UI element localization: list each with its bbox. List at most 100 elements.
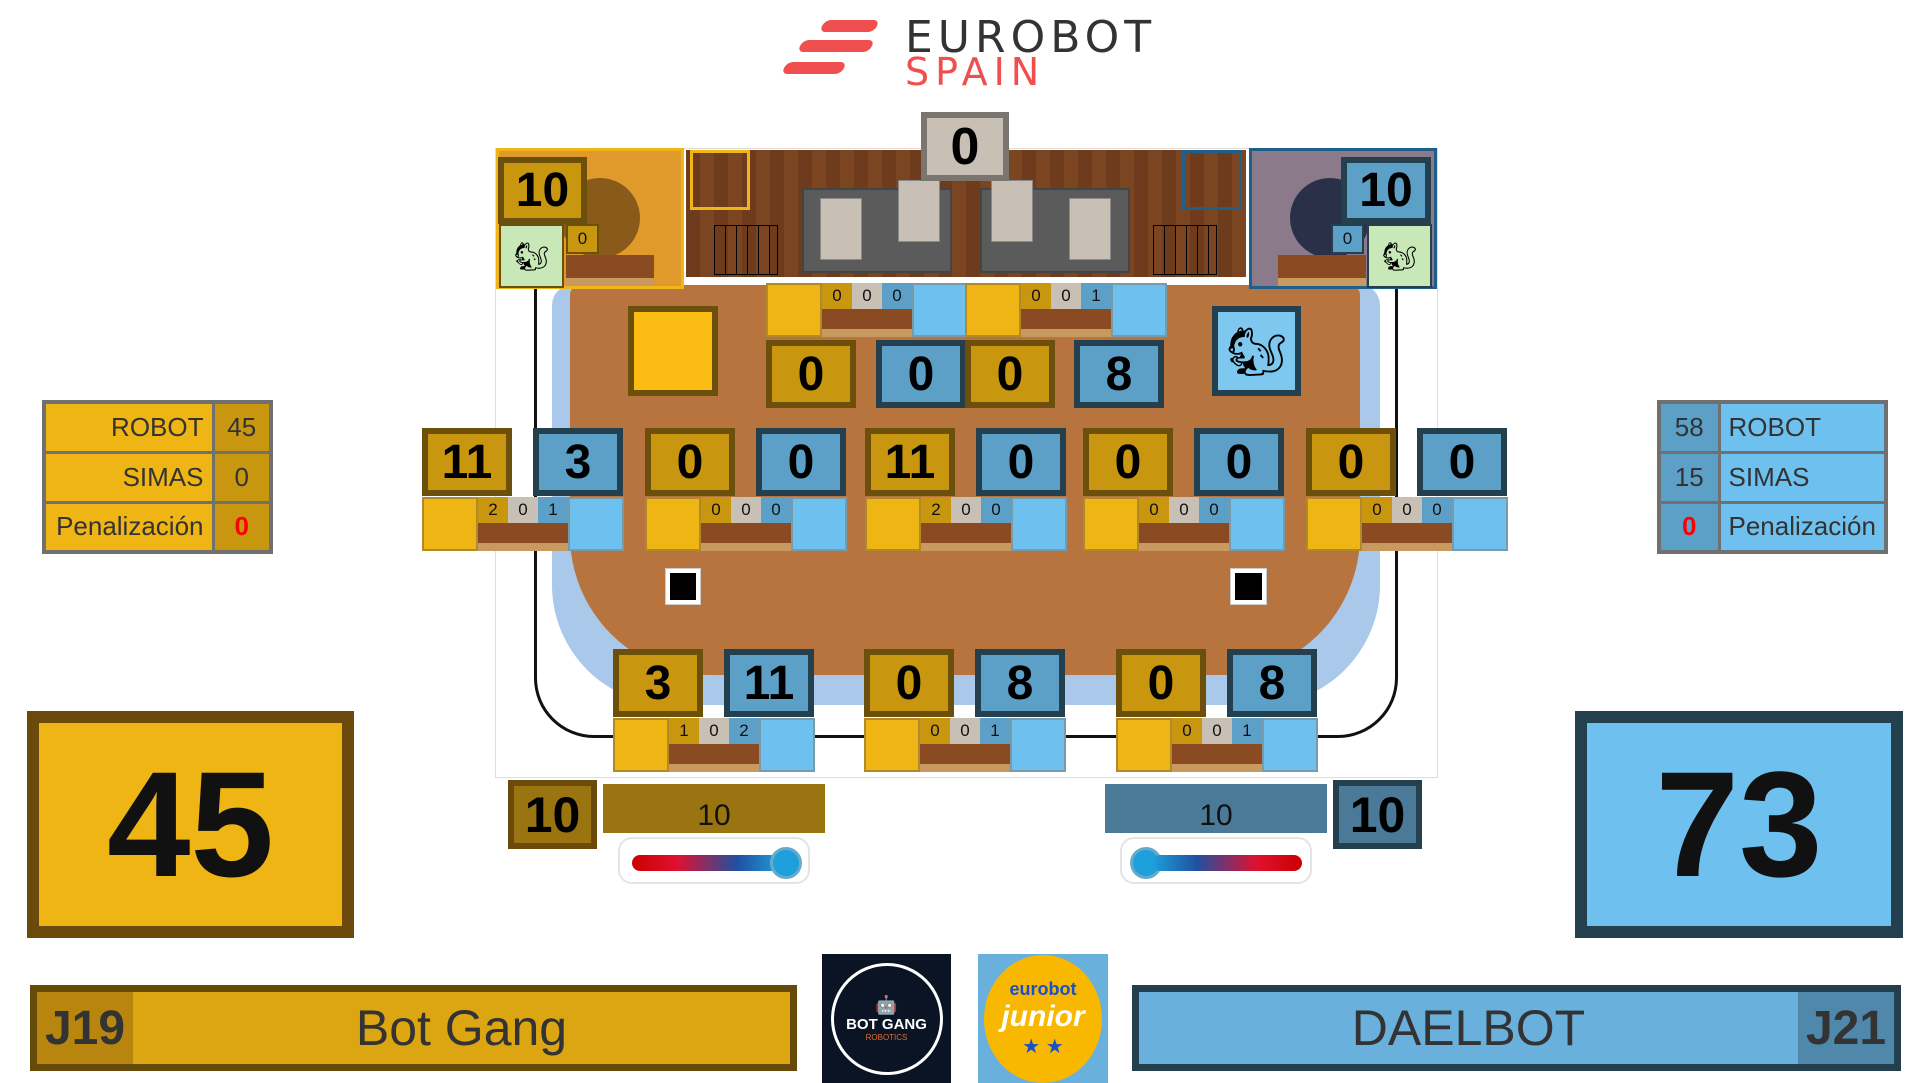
pantry-counter: 0 (1139, 497, 1169, 523)
blue-thermo-value: 10 (1199, 799, 1233, 832)
blue-score-box: 0 (1194, 428, 1284, 496)
blue-team-bar: DAELBOT J21 (1132, 985, 1901, 1071)
crate-icon (921, 523, 1011, 551)
platform (1069, 198, 1111, 260)
team-name: DAELBOT (1351, 1000, 1586, 1056)
pantry-counter: 0 (1051, 283, 1081, 309)
blue-score-box: 0 (876, 340, 966, 408)
stat-label: Penalización (42, 500, 215, 554)
crate-icon (1139, 523, 1229, 551)
pantry-counter: 0 (699, 718, 729, 744)
pantry-counter: 0 (1021, 283, 1051, 309)
team-name: Bot Gang (355, 1000, 568, 1056)
pantry-counter: 1 (538, 497, 568, 523)
pantry-counter: 0 (950, 718, 980, 744)
blue-pantry-zone (791, 497, 847, 551)
yellow-score-box: 0 (965, 340, 1055, 408)
yellow-thermometer-icon (618, 837, 810, 884)
pantry-counter: 0 (1392, 497, 1422, 523)
blue-thermo-bar: 10 (1105, 784, 1327, 833)
crate-icon (1362, 523, 1452, 551)
yellow-thermo-score: 10 (508, 780, 597, 849)
yellow-pantry-zone (422, 497, 478, 551)
blue-marker-zone (1182, 150, 1242, 210)
yellow-square-zone (628, 306, 718, 396)
yellow-pantry-zone (645, 497, 701, 551)
pantry-counter: 0 (822, 283, 852, 309)
pantry-counter: 0 (1362, 497, 1392, 523)
aruco-marker (665, 568, 701, 605)
pantry-counter: 0 (852, 283, 882, 309)
yellow-pantry-zone (865, 497, 921, 551)
yellow-marker-zone (690, 150, 750, 210)
crate-icon (1021, 309, 1111, 337)
aruco-marker (1230, 568, 1267, 605)
blue-score-box: 11 (724, 649, 814, 717)
blue-pantry-zone (759, 718, 815, 772)
blue-nest-count: 0 (1331, 224, 1364, 254)
yellow-score-box: 0 (645, 428, 735, 496)
blue-thermometer-icon (1120, 837, 1312, 884)
blue-pantry-zone (1011, 497, 1067, 551)
stat-label: ROBOT (1717, 400, 1888, 454)
blue-pantry-zone (1010, 718, 1066, 772)
yellow-pantry-zone (1083, 497, 1139, 551)
pantry-counter: 0 (920, 718, 950, 744)
penalty-value: 0 (1657, 500, 1721, 554)
yellow-thermo-bar: 10 (603, 784, 825, 833)
pantry-counter: 0 (1199, 497, 1229, 523)
blue-thermo-score: 10 (1333, 780, 1422, 849)
blue-total-score: 73 (1575, 711, 1903, 938)
logo-text: ROBOTICS (865, 1033, 908, 1042)
stat-label: SIMAS (1717, 450, 1888, 504)
pantry-counter: 1 (1081, 283, 1111, 309)
crate-icon (822, 309, 912, 337)
blue-score-box: 0 (1417, 428, 1507, 496)
stat-value: 58 (1657, 400, 1721, 454)
central-score: 0 (921, 112, 1009, 181)
pantry-counter: 0 (701, 497, 731, 523)
stat-value: 0 (211, 450, 273, 504)
stat-label: SIMAS (42, 450, 215, 504)
pantry-counter: 0 (508, 497, 538, 523)
blue-score-box: 8 (1074, 340, 1164, 408)
eurobot-junior-logo: eurobot junior ★ ★ (978, 954, 1108, 1083)
blue-start-score: 10 (1341, 157, 1431, 224)
crate-icon (920, 744, 1010, 772)
blue-pantry-zone (912, 283, 968, 337)
yellow-pantry-zone (965, 283, 1021, 337)
yellow-score-box: 3 (613, 649, 703, 717)
nest-icon: 🐿 (499, 224, 564, 288)
team-code: J21 (1798, 992, 1894, 1064)
logo-text: junior (1001, 999, 1085, 1033)
yellow-pantry-zone (864, 718, 920, 772)
blue-score-box: 0 (756, 428, 846, 496)
blue-score-box: 3 (533, 428, 623, 496)
pantry-counter: 2 (921, 497, 951, 523)
bot-gang-logo: 🤖 BOT GANG ROBOTICS (822, 954, 951, 1083)
yellow-pantry-zone (766, 283, 822, 337)
logo-text: BOT GANG (846, 1016, 927, 1033)
platform (991, 180, 1033, 242)
blue-score-box: 0 (976, 428, 1066, 496)
cage-left (714, 225, 778, 275)
crate-icon (701, 523, 791, 551)
yellow-pantry-zone (1116, 718, 1172, 772)
yellow-score-box: 0 (1306, 428, 1396, 496)
logo-subtitle: SPAIN (905, 50, 1046, 94)
stat-value: 15 (1657, 450, 1721, 504)
yellow-score-box: 0 (864, 649, 954, 717)
platform (898, 180, 940, 242)
yellow-nest-count: 0 (566, 224, 599, 254)
crate-icon (1172, 744, 1262, 772)
stat-value: 45 (211, 400, 273, 454)
logo-text: eurobot (1009, 978, 1077, 999)
crate-icon (669, 744, 759, 772)
penalty-value: 0 (211, 500, 273, 554)
